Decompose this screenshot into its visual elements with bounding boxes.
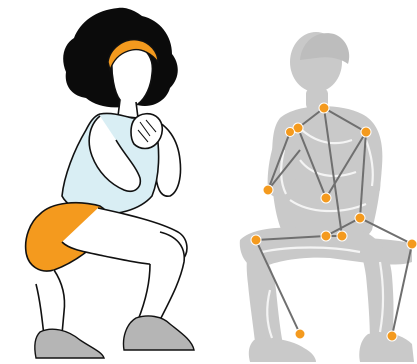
joint-shoulder-right [361, 127, 371, 137]
joint-wrist [321, 193, 331, 203]
joint-knee-right [407, 239, 417, 249]
joint-hip-left [321, 231, 331, 241]
joint-shoulder-left-b [286, 128, 295, 137]
joint-hip-right [337, 231, 347, 241]
joint-ankle-right [387, 331, 397, 341]
joint-knee-left [251, 235, 261, 245]
joint-elbow-left [263, 185, 273, 195]
joint-neck [319, 103, 329, 113]
joint-elbow-right [355, 213, 365, 223]
joint-ankle-left [295, 329, 305, 339]
